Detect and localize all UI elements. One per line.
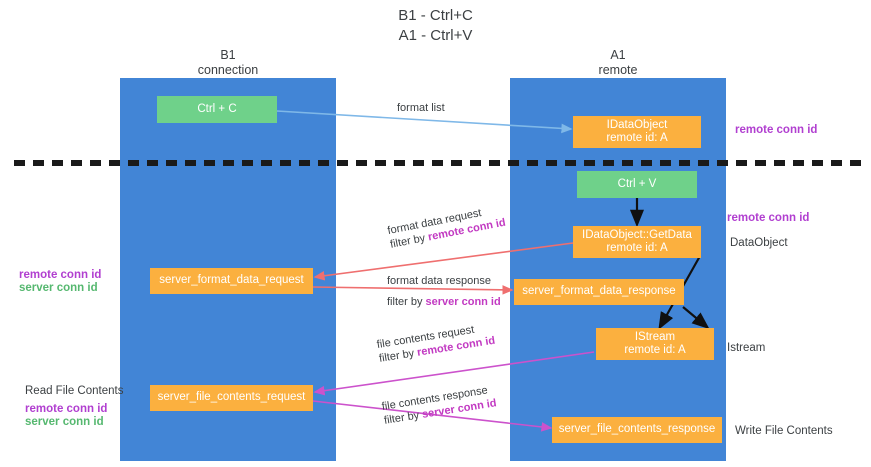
node-istream-subtitle: remote id: A: [624, 344, 686, 356]
filter-key-server-conn-id: server conn id: [425, 296, 501, 308]
node-server-file-contents-request[interactable]: server_file_contents_request: [150, 385, 313, 411]
column-header-b1-sub: connection: [197, 63, 259, 77]
annotation-right-write-file-contents: Write File Contents: [735, 425, 833, 437]
node-ctrl-v-label: Ctrl + V: [617, 177, 657, 190]
annotation-left-remote-conn-id-bottom: remote conn id: [25, 403, 108, 415]
node-server-format-data-response-label: server_format_data_response: [522, 285, 676, 298]
node-ctrl-v[interactable]: Ctrl + V: [577, 171, 697, 198]
column-header-a1-sub: remote: [598, 63, 638, 77]
annotation-right-remote-conn-id-mid: remote conn id: [727, 212, 810, 224]
node-istream-title: IStream: [634, 330, 676, 343]
edge-label-format-data-request: format data request filter by remote con…: [386, 202, 507, 252]
annotation-left-remote-conn-id-mid: remote conn id: [19, 269, 102, 281]
node-istream[interactable]: IStream remote id: A: [596, 328, 714, 360]
node-idataobject-getdata[interactable]: IDataObject::GetData remote id: A: [573, 226, 701, 258]
edge-label-format-data-response-text: format data response: [387, 275, 491, 287]
title-line-1: B1 - Ctrl+C: [398, 7, 473, 24]
node-server-format-data-response[interactable]: server_format_data_response: [514, 279, 684, 305]
node-server-format-data-request-label: server_format_data_request: [159, 274, 304, 287]
node-server-format-data-request[interactable]: server_format_data_request: [150, 268, 313, 294]
edge-label-format-data-response-filter: filter by server conn id: [387, 295, 501, 309]
column-header-b1-name: B1: [220, 48, 236, 62]
annotation-left-read-file-contents: Read File Contents: [25, 385, 124, 397]
node-ctrl-c[interactable]: Ctrl + C: [157, 96, 277, 123]
annotation-left-server-conn-id-mid: server conn id: [19, 282, 98, 294]
node-server-file-contents-response[interactable]: server_file_contents_response: [552, 417, 722, 443]
page-title: B1 - Ctrl+C A1 - Ctrl+V: [0, 6, 871, 46]
annotation-right-remote-conn-id-top: remote conn id: [735, 124, 818, 136]
column-header-a1-name: A1: [610, 48, 626, 62]
edge-label-format-list-text: format list: [397, 102, 445, 114]
annotation-right-dataobject: DataObject: [730, 237, 788, 249]
title-line-2: A1 - Ctrl+V: [398, 27, 473, 44]
edge-label-file-contents-response: file contents response filter by server …: [381, 382, 498, 427]
column-header-a1: A1 remote: [510, 48, 726, 78]
edge-label-file-contents-request: file contents request filter by remote c…: [376, 320, 496, 366]
node-idataobject-subtitle: remote id: A: [606, 132, 668, 144]
edge-label-format-data-response: format data response filter by server co…: [387, 274, 501, 309]
annotation-left-server-conn-id-bottom: server conn id: [25, 416, 104, 428]
column-header-b1: B1 connection: [120, 48, 336, 78]
node-getdata-subtitle: remote id: A: [606, 242, 668, 254]
edge-label-format-list: format list: [397, 101, 445, 115]
node-ctrl-c-label: Ctrl + C: [197, 102, 237, 115]
node-idataobject-title: IDataObject: [606, 118, 668, 131]
node-server-file-contents-response-label: server_file_contents_response: [558, 423, 716, 436]
node-server-file-contents-request-label: server_file_contents_request: [157, 391, 306, 404]
annotation-right-istream: Istream: [727, 342, 766, 354]
filter-prefix: filter by: [387, 296, 426, 308]
node-getdata-title: IDataObject::GetData: [582, 228, 692, 241]
node-idataobject[interactable]: IDataObject remote id: A: [573, 116, 701, 148]
